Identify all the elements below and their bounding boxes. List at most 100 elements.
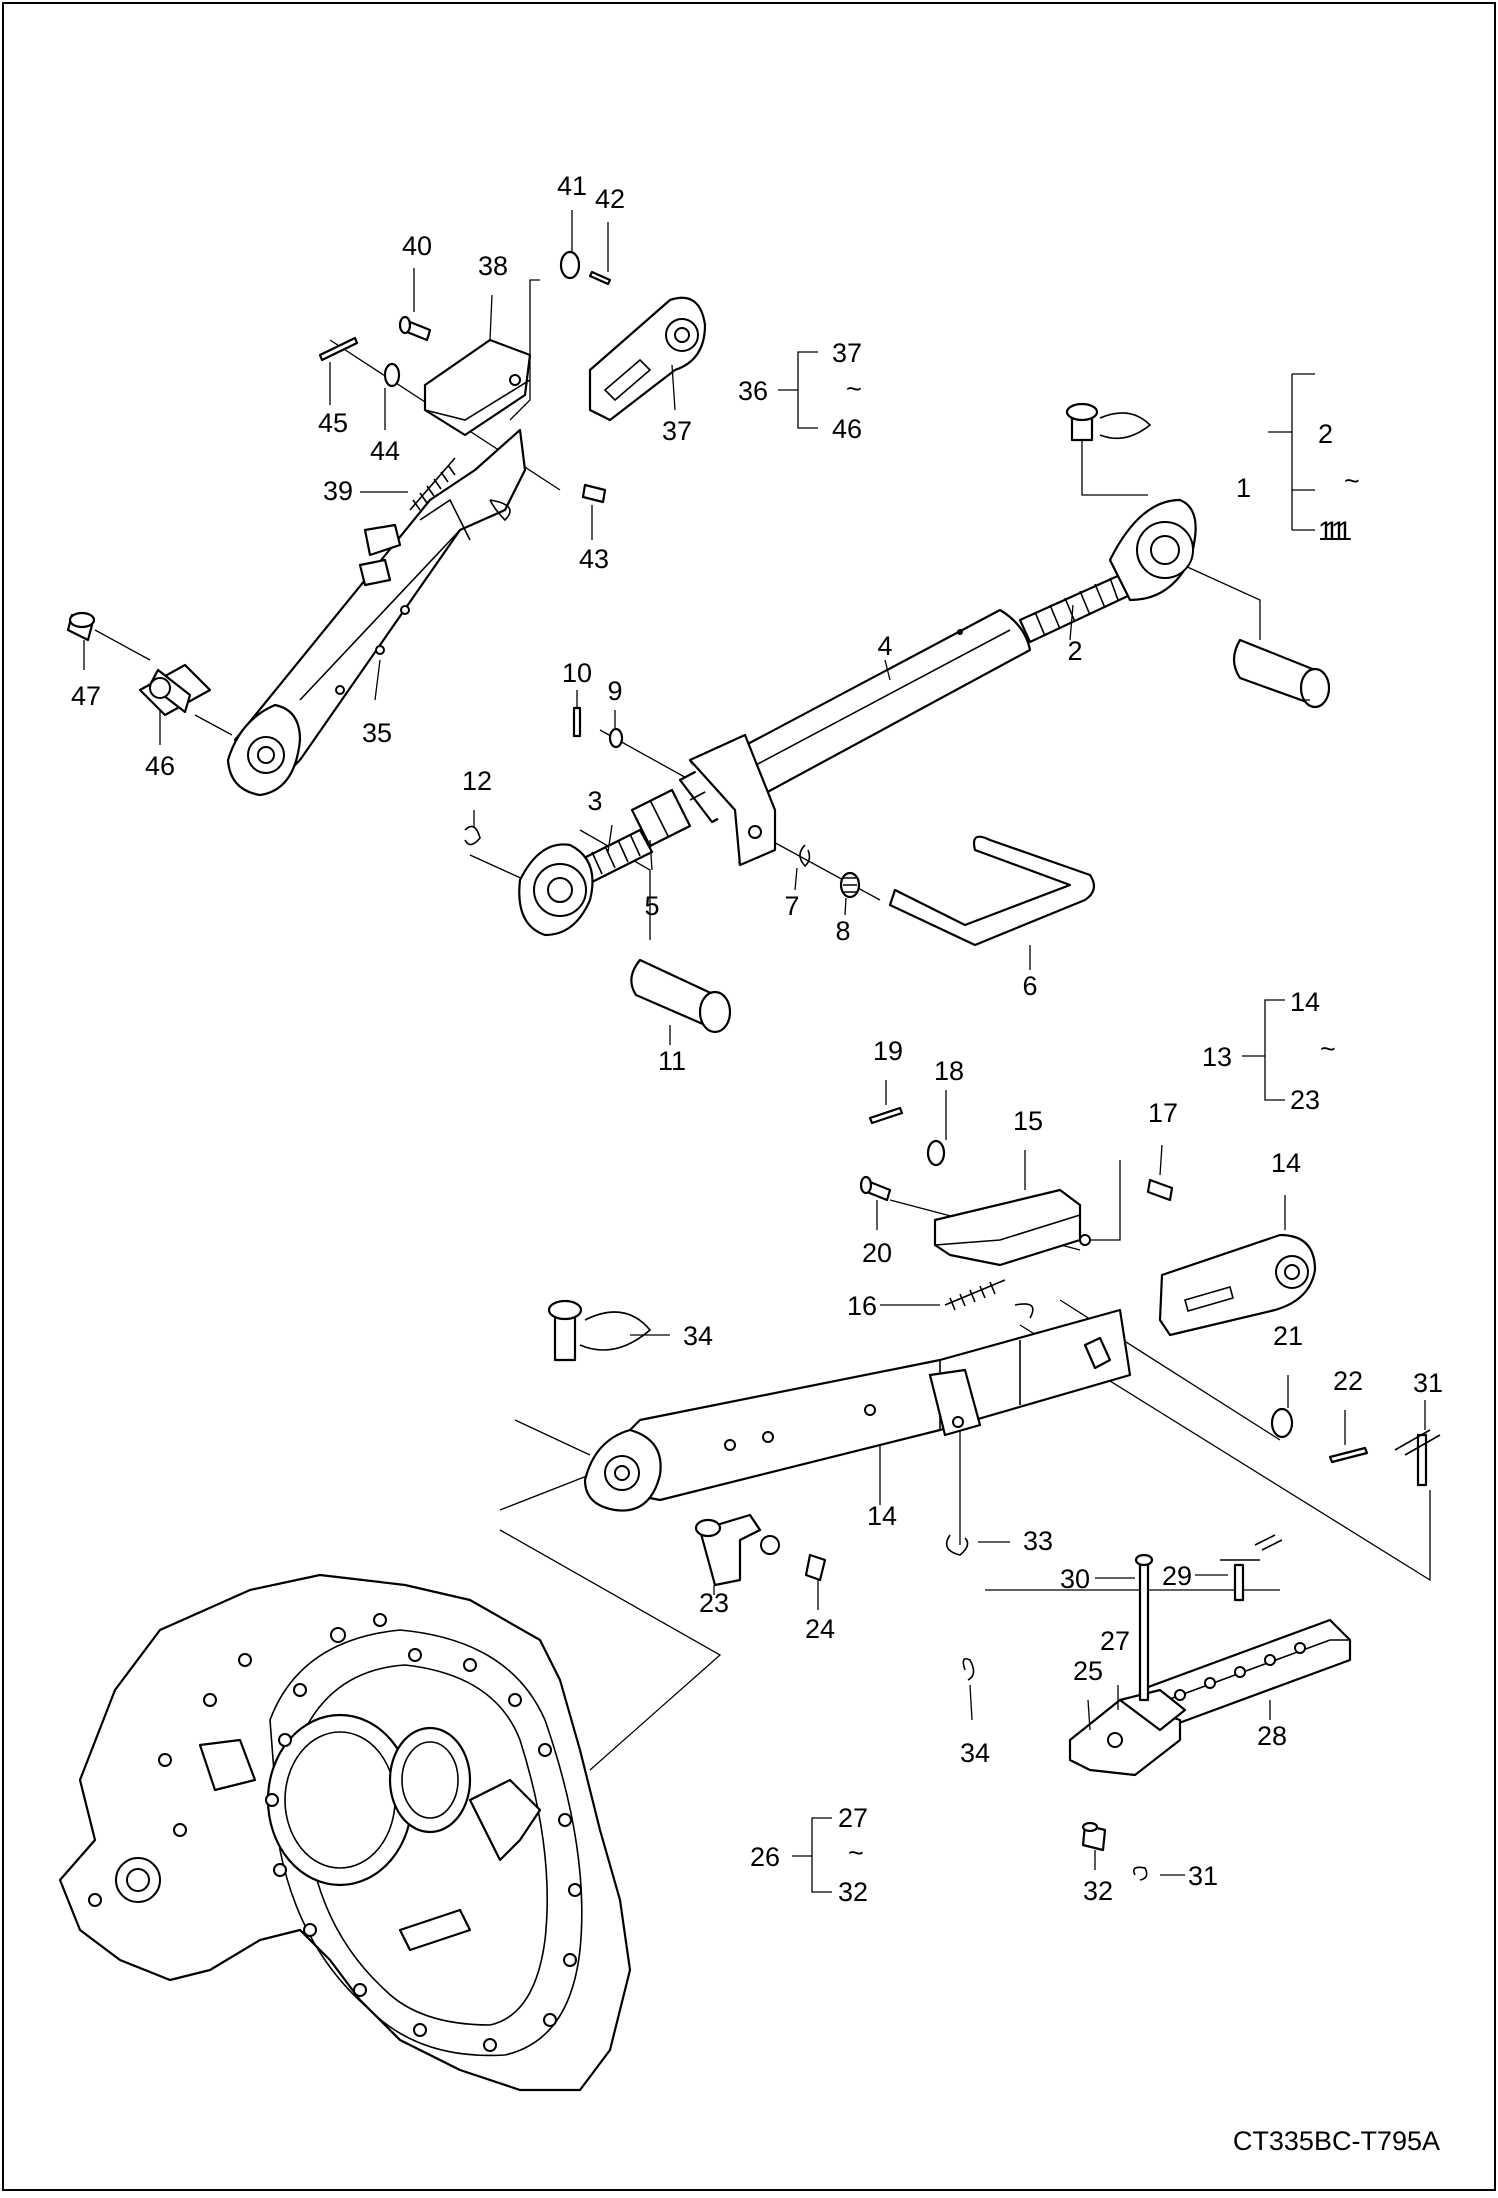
callout-number: 22	[1333, 1366, 1363, 1396]
group-sep-label: ~	[1320, 1034, 1336, 1064]
callout-number: 34	[960, 1738, 990, 1768]
bracket-handle-mount	[688, 733, 777, 867]
callout-number: 9	[607, 676, 622, 706]
callout-number: 24	[805, 1614, 835, 1644]
thread-upper	[1018, 573, 1132, 644]
group-to-label: 11	[1318, 516, 1346, 546]
left-lower-link-assembly	[66, 250, 707, 797]
callout-number: 34	[683, 1321, 713, 1351]
callout-number: 42	[595, 184, 625, 214]
drawbar-assembly	[962, 1429, 1441, 1881]
callout-number: 11	[658, 1046, 686, 1076]
callout-number: 32	[1083, 1876, 1113, 1906]
stabilizer-plate-15	[1158, 1233, 1317, 1337]
group-to-label: 46	[832, 414, 862, 444]
group-id-label: 26	[750, 1842, 780, 1872]
bracket-16	[933, 1188, 1082, 1267]
guide-line	[469, 854, 526, 881]
group-label-1: 1 2 ~ 11	[1236, 419, 1360, 546]
callout-number: 2	[1067, 636, 1082, 666]
group-sep-label: ~	[846, 374, 862, 404]
callout-number: 16	[847, 1291, 877, 1321]
pin-30	[1233, 1563, 1245, 1602]
callout-number: 8	[835, 916, 850, 946]
callout-number: 18	[934, 1056, 964, 1086]
callout-number: 6	[1022, 971, 1037, 1001]
lock-nut	[630, 788, 692, 848]
callout-number: 15	[1013, 1106, 1043, 1136]
guide-line	[769, 839, 881, 901]
washer-19	[926, 1139, 946, 1167]
bolt-48	[66, 611, 96, 642]
callout-number: 14	[1271, 1148, 1301, 1178]
callout-number: 5	[644, 891, 659, 921]
callout-number: 45	[318, 408, 348, 438]
pin-31-upper	[1416, 1433, 1428, 1487]
callout-number: 17	[1148, 1098, 1178, 1128]
callout-number: 47	[71, 681, 101, 711]
cotter-20	[868, 1106, 904, 1125]
stabilizer-plate-38	[588, 296, 707, 422]
guide-line	[509, 279, 540, 421]
group-sep-label: ~	[848, 1838, 864, 1868]
nut-8	[839, 871, 861, 899]
callout-number: 23	[699, 1588, 729, 1618]
bracket-39	[423, 338, 532, 437]
group-from-label: 27	[838, 1803, 868, 1833]
group-sep-label: ~	[1344, 466, 1360, 496]
group-id-label: 1	[1236, 473, 1251, 503]
callout-number: 31	[1413, 1368, 1443, 1398]
callout-number: 37	[662, 416, 692, 446]
spring-17	[944, 1279, 1006, 1311]
callout-number: 4	[877, 631, 892, 661]
clip-34b	[962, 1657, 975, 1681]
pin-31-lower	[1138, 1558, 1150, 1702]
pin-18	[1146, 1178, 1174, 1202]
clip-12	[464, 825, 481, 846]
group-label-13: 13 14 ~ 23	[1202, 987, 1336, 1115]
group-label-26: 26 27 ~ 32	[750, 1803, 868, 1907]
callout-number: 14	[867, 1501, 897, 1531]
washer-42	[559, 250, 581, 280]
callout-number: 28	[1257, 1721, 1287, 1751]
washer-7	[799, 844, 811, 868]
group-label-36: 36 37 ~ 46	[738, 338, 862, 444]
pin-44	[581, 483, 607, 504]
callout-number: 21	[1273, 1321, 1303, 1351]
lock-pin-35	[547, 1299, 652, 1362]
washer-9	[608, 727, 624, 749]
callout-number: 35	[362, 718, 392, 748]
guide-line	[579, 829, 651, 940]
callout-number: 3	[587, 786, 602, 816]
guide-line	[1171, 559, 1261, 640]
drawing-code: CT335BC-T795A	[1233, 2126, 1440, 2156]
callout-number: 31	[1188, 1861, 1218, 1891]
pin-upper	[1232, 638, 1331, 709]
callout-numbers: 2345678910111112141415161718192021222324…	[71, 171, 1443, 1906]
top-link-assembly	[464, 402, 1331, 1034]
group-brackets	[778, 351, 1315, 1893]
callout-number: 40	[402, 231, 432, 261]
clip-34a	[945, 1534, 969, 1556]
cotter-43	[588, 270, 612, 286]
bolt-25	[804, 1553, 827, 1582]
washer-45	[383, 362, 401, 388]
callout-number: 11	[1324, 516, 1352, 546]
group-id-label: 36	[738, 376, 768, 406]
group-from-label: 14	[1290, 987, 1320, 1017]
callout-number: 29	[1162, 1561, 1192, 1591]
spring-40	[409, 457, 456, 511]
callout-number: 41	[557, 171, 587, 201]
callout-number: 19	[873, 1036, 903, 1066]
group-to-label: 32	[838, 1877, 868, 1907]
cotter-46	[318, 336, 359, 362]
callout-leaders	[83, 210, 1426, 1876]
hook	[489, 499, 511, 522]
guide-line	[1081, 420, 1148, 496]
callout-number: 12	[462, 766, 492, 796]
callout-number: 10	[562, 658, 592, 688]
lock-pin-top	[1065, 402, 1152, 442]
